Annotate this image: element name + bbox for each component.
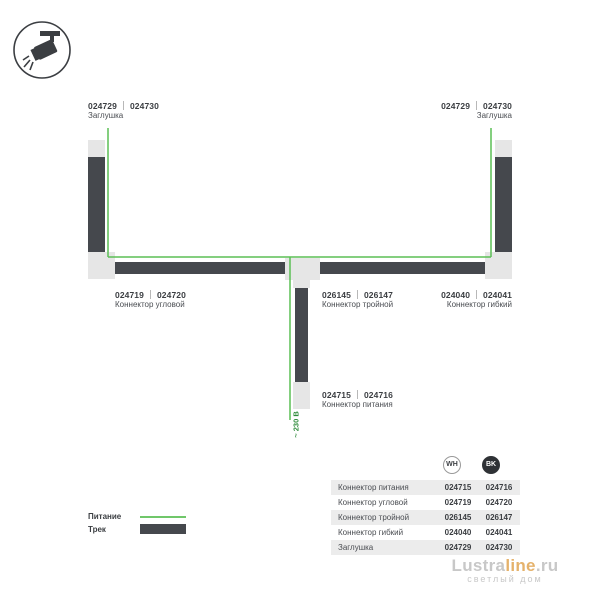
legend-power-label: Питание (88, 512, 122, 521)
code-wh: 024719 (115, 290, 144, 300)
label-name: Заглушка (476, 111, 512, 120)
table-row: Коннектор тройной 026145 026147 (331, 510, 520, 525)
legend-track-label: Трек (88, 525, 106, 534)
table-row: Коннектор угловой 024719 024720 (331, 495, 520, 510)
code-bk: 024041 (483, 290, 512, 300)
parts-table: Коннектор питания 024715 024716 Коннекто… (331, 480, 520, 555)
code-wh: 026145 (322, 290, 351, 300)
part-name: Коннектор угловой (338, 498, 408, 507)
spotlight-icon (13, 21, 71, 79)
watermark-part: Lustra (451, 556, 506, 575)
part-code-bk: 024720 (485, 498, 513, 507)
part-name: Заглушка (331, 540, 438, 555)
label-name: Коннектор питания (322, 400, 393, 409)
code-bk: 024730 (483, 101, 512, 111)
badge-bk: BK (482, 456, 500, 474)
track-right-vertical (495, 157, 512, 252)
part-name: Коннектор гибкий (338, 528, 404, 537)
code-wh: 024729 (441, 101, 471, 111)
end-cap-right (495, 140, 512, 157)
label-power-connector: 024715 024716 Коннектор питания (322, 390, 393, 409)
track-drop-vertical (295, 288, 308, 382)
end-cap-left (88, 140, 105, 157)
voltage-label: ~ 230 В (291, 411, 301, 438)
code-wh: 024729 (88, 101, 117, 111)
part-name: Коннектор тройной (331, 510, 438, 525)
part-code-bk: 026147 (478, 510, 520, 525)
table-row: Коннектор питания 024715 024716 (331, 480, 520, 495)
code-bk: 024720 (156, 290, 186, 300)
part-code-wh: 024719 (444, 498, 472, 507)
corner-connector-left (88, 252, 115, 279)
track-left-vertical (88, 157, 105, 252)
table-row: Коннектор гибкий 024040 024041 (331, 525, 520, 540)
part-code-wh: 024040 (444, 528, 472, 537)
track-horizontal-right (320, 262, 485, 274)
watermark-part: .ru (535, 556, 559, 575)
label-flex-connector: 024040 024041 Коннектор гибкий (441, 290, 512, 309)
code-wh: 024715 (322, 390, 351, 400)
tee-connector (285, 258, 320, 280)
legend-track-bar (140, 524, 186, 534)
code-bk: 026147 (363, 290, 393, 300)
track-horizontal-left (115, 262, 285, 274)
label-end-left: 024729 024730 Заглушка (88, 101, 159, 120)
badge-wh: WH (443, 456, 461, 474)
label-corner-connector: 024719 024720 Коннектор угловой (115, 290, 186, 309)
label-name: Коннектор тройной (322, 300, 394, 309)
label-name: Коннектор гибкий (446, 300, 512, 309)
watermark-subtitle: светлый дом (467, 574, 543, 584)
table-row: Заглушка 024729 024730 (331, 540, 520, 555)
power-connector (293, 382, 310, 409)
part-code-wh: 026145 (438, 510, 478, 525)
part-code-bk: 024730 (478, 540, 520, 555)
label-name: Коннектор угловой (115, 300, 185, 309)
code-wh: 024040 (441, 290, 471, 300)
flex-connector-right (485, 252, 512, 279)
part-code-bk: 024716 (478, 480, 520, 495)
watermark-accent: line (505, 556, 536, 575)
label-tee-connector: 026145 026147 Коннектор тройной (322, 290, 393, 309)
watermark: Lustraline.ru светлый дом (430, 556, 580, 584)
part-code-wh: 024729 (438, 540, 478, 555)
code-bk: 024716 (363, 390, 393, 400)
label-end-right: 024729 024730 Заглушка (441, 101, 512, 120)
part-code-wh: 024715 (438, 480, 478, 495)
part-code-bk: 024041 (485, 528, 513, 537)
part-name: Коннектор питания (331, 480, 438, 495)
code-bk: 024730 (129, 101, 159, 111)
label-name: Заглушка (88, 111, 124, 120)
